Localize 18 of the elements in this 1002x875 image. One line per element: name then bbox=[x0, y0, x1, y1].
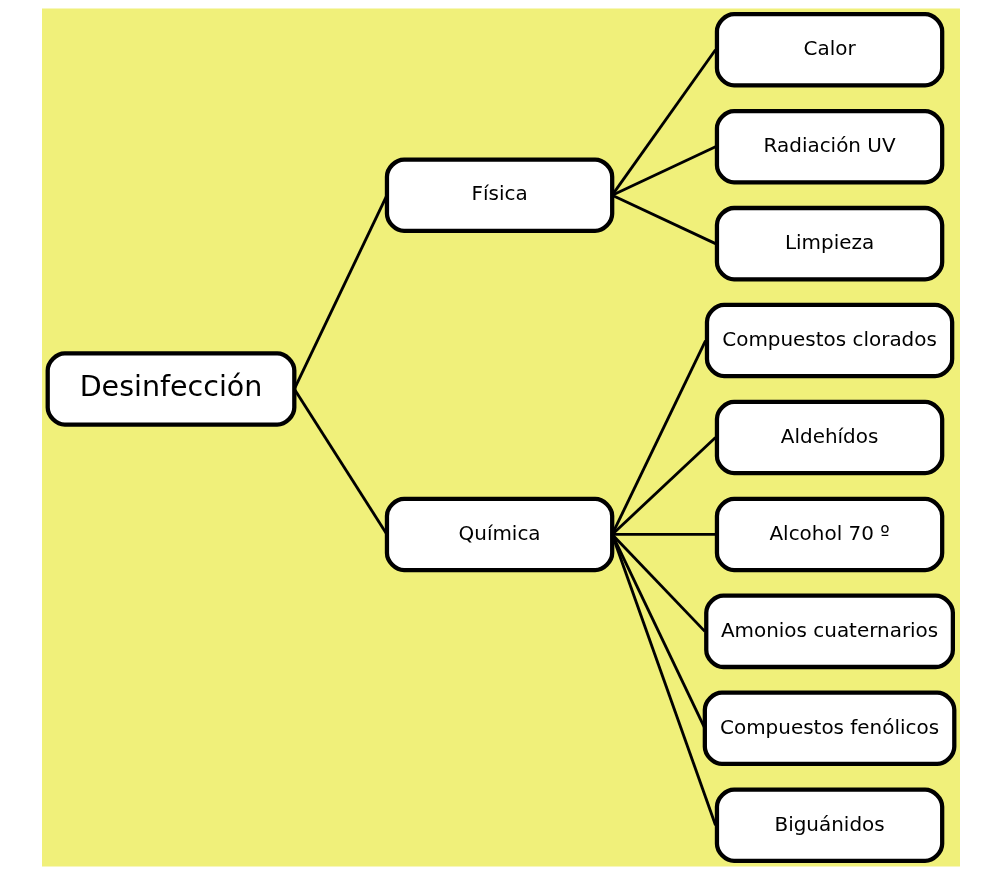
node-box: Compuestos clorados bbox=[704, 302, 955, 379]
connector bbox=[611, 533, 706, 633]
connector bbox=[611, 193, 717, 245]
node-box: Física bbox=[384, 157, 615, 233]
node-box: Alcohol 70 º bbox=[714, 496, 945, 573]
node-box: Calor bbox=[714, 12, 945, 88]
connector bbox=[611, 436, 717, 536]
connector bbox=[611, 145, 717, 197]
node-box: Amonios cuaternarios bbox=[704, 593, 955, 670]
connector bbox=[612, 533, 716, 536]
node-box: Biguánidos bbox=[714, 787, 945, 863]
node-box: Aldehídos bbox=[714, 399, 945, 476]
node-box: Compuestos fenólicos bbox=[702, 690, 957, 767]
node-box: Desinfección bbox=[45, 351, 297, 427]
node-box: Química bbox=[384, 496, 615, 573]
node-box: Radiación UV bbox=[714, 108, 945, 185]
connector bbox=[611, 48, 717, 196]
node-box: Limpieza bbox=[714, 205, 945, 282]
